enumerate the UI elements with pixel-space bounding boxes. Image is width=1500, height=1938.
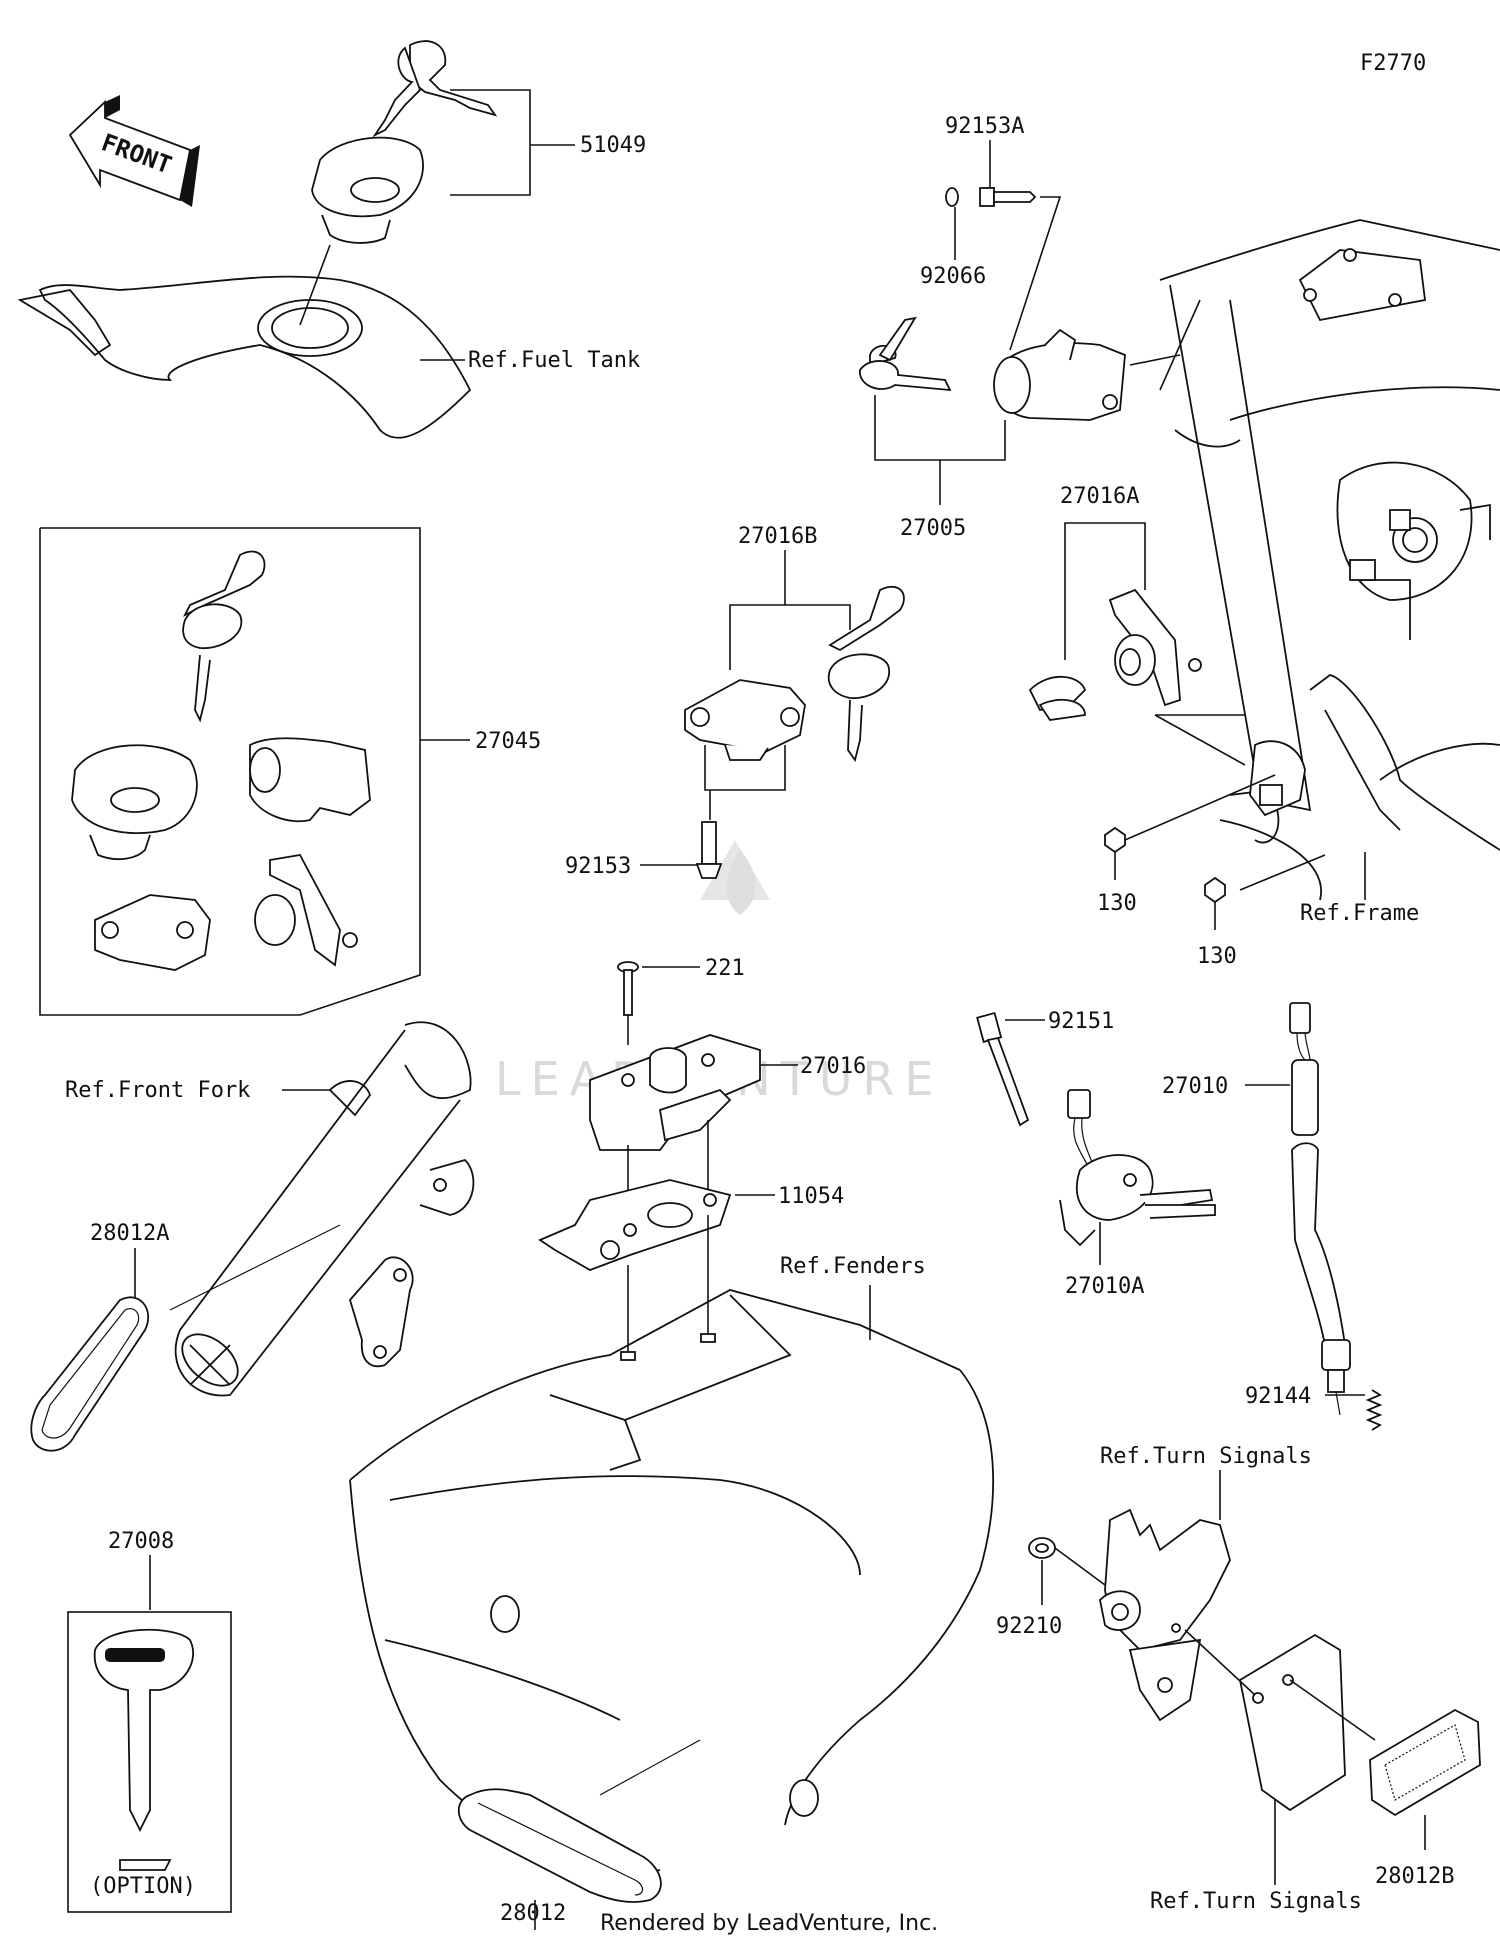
connector-27010-icon: [1289, 1002, 1351, 1416]
label-ref-frame: Ref.Frame: [1300, 901, 1419, 926]
label-28012A: 28012A: [90, 1221, 169, 1246]
ignition-switch-icon: [859, 316, 1126, 421]
option-box: (OPTION): [67, 1611, 232, 1913]
lock-holder-27016B-icon: [684, 585, 905, 763]
label-130a: 130: [1097, 891, 1137, 916]
label-11054: 11054: [778, 1184, 844, 1209]
switch-holder-27016-icon: [589, 1034, 761, 1151]
screw-92153A-icon: [945, 187, 1037, 207]
label-27045: 27045: [475, 729, 541, 754]
label-27010A: 27010A: [1065, 1274, 1144, 1299]
footer-credit: Rendered by LeadVenture, Inc.: [600, 1911, 938, 1936]
option-label: (OPTION): [90, 1874, 196, 1899]
reflector-28012B-icon: [1369, 1708, 1481, 1817]
label-ref-fenders: Ref.Fenders: [780, 1254, 926, 1279]
front-fork-icon: [169, 1021, 475, 1397]
reflector-28012A-icon: [30, 1296, 150, 1452]
label-ref-front-fork: Ref.Front Fork: [65, 1078, 250, 1103]
label-92151: 92151: [1048, 1009, 1114, 1034]
label-27016B: 27016B: [738, 524, 817, 549]
frame-icon: [1159, 219, 1500, 901]
kit-box-27045: [39, 527, 421, 1016]
label-92153A: 92153A: [945, 114, 1024, 139]
spring-92144-icon: [1365, 1389, 1383, 1431]
label-27010: 27010: [1162, 1074, 1228, 1099]
label-27016A: 27016A: [1060, 484, 1139, 509]
label-92153: 92153: [565, 854, 631, 879]
label-51049: 51049: [580, 133, 646, 158]
label-ref-fuel-tank: Ref.Fuel Tank: [468, 348, 640, 373]
label-27008: 27008: [108, 1529, 174, 1554]
switch-27010A-icon: [1059, 1089, 1216, 1247]
nut-92210-icon: [1028, 1537, 1056, 1559]
label-28012B: 28012B: [1375, 1864, 1454, 1889]
turn-signal-bracket-icon: [1099, 1508, 1231, 1722]
key-27008-icon: [93, 1628, 195, 1871]
label-27005: 27005: [900, 516, 966, 541]
figure-code: F2770: [1360, 51, 1426, 76]
label-92144: 92144: [1245, 1384, 1311, 1409]
bolt-130a-icon: [1104, 826, 1126, 854]
switch-27016A-icon: [1028, 588, 1202, 721]
bolt-92151-icon: [976, 1011, 1030, 1127]
label-92066: 92066: [920, 264, 986, 289]
fuel-cap-keys-icon: [311, 40, 498, 244]
bracket-icon: [1249, 740, 1306, 817]
label-130b: 130: [1197, 944, 1237, 969]
label-28012: 28012: [500, 1901, 566, 1926]
fuel-tank-icon: [17, 275, 472, 439]
plate-icon: [1238, 1633, 1346, 1812]
bracket-11054-icon: [538, 1179, 732, 1271]
bolt-130b-icon: [1204, 876, 1226, 904]
bolt-92153-icon: [695, 821, 723, 879]
label-27016: 27016: [800, 1054, 866, 1079]
label-ref-turn-signals-top: Ref.Turn Signals: [1100, 1444, 1312, 1469]
label-221: 221: [705, 956, 745, 981]
label-92210: 92210: [996, 1614, 1062, 1639]
front-arrow-icon: FRONT: [68, 95, 200, 207]
rear-fender-icon: [349, 1289, 995, 1881]
reflector-28012-icon: [457, 1788, 662, 1903]
label-ref-turn-signals-bottom: Ref.Turn Signals: [1150, 1889, 1362, 1914]
screw-221-icon: [617, 961, 639, 1016]
